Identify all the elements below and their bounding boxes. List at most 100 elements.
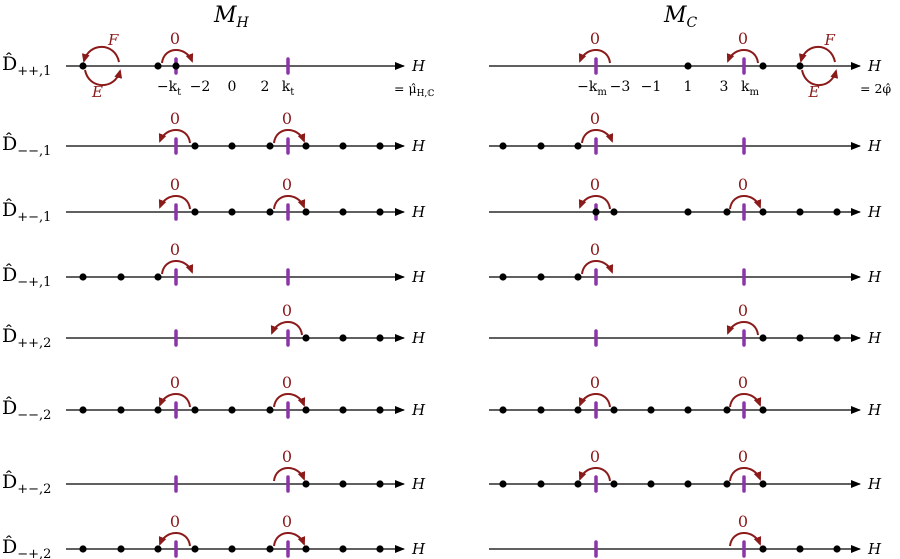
right-axis-note: = 2φ̂ bbox=[860, 81, 891, 96]
right-tick-4: 3 bbox=[720, 79, 729, 95]
row-4-right-line: H0 bbox=[489, 301, 882, 347]
row-5-left-axis-label: H bbox=[411, 401, 426, 419]
row-1-left-arc-1-label: 0 bbox=[282, 109, 292, 128]
row-0-right-arc-0-label: 0 bbox=[590, 29, 600, 48]
left-tick-2: 0 bbox=[228, 79, 237, 95]
row-0-right-arc-1-label: 0 bbox=[738, 29, 748, 48]
row-6-left-dot-2 bbox=[376, 480, 384, 488]
right-tick-3: 1 bbox=[684, 79, 693, 95]
row-0-left-fe-f-label: F bbox=[107, 31, 119, 49]
row-7-left-dot-5 bbox=[266, 545, 274, 553]
row-6-right-dot-4 bbox=[647, 480, 655, 488]
row-3-right-dot-0 bbox=[499, 273, 507, 281]
row-1-right-dot-1 bbox=[537, 142, 545, 150]
row-4-right-dot-2 bbox=[833, 334, 841, 342]
row-0-right-fe-f-label: F bbox=[824, 31, 836, 49]
row-2-right-arc-0-label: 0 bbox=[590, 175, 600, 194]
row-0-label: D̂++,1 bbox=[2, 53, 51, 79]
row-3-right-dot-2 bbox=[574, 273, 582, 281]
row-4-right-arc-0-label: 0 bbox=[738, 301, 748, 320]
row-1-right-dot-0 bbox=[499, 142, 507, 150]
row-5-right-dot-3 bbox=[610, 406, 618, 414]
row-4-left-axis-label: H bbox=[411, 329, 426, 347]
row-5-left-arc-0-arrow bbox=[158, 393, 191, 408]
row-0-right-dot-2 bbox=[796, 62, 804, 70]
row-0-left-dot-1 bbox=[154, 62, 162, 70]
row-5-right-dot-7 bbox=[759, 406, 767, 414]
row-0-right-fe-f-arrow bbox=[798, 46, 836, 63]
row-2-right-line: H 0 0 bbox=[489, 175, 882, 221]
row-0-left-arc-0-label: 0 bbox=[170, 29, 180, 48]
row-2-right-arc-1-label: 0 bbox=[738, 175, 748, 194]
row-2-left-arc-1-arrow bbox=[273, 195, 306, 210]
row-6-right-dot-5 bbox=[684, 480, 692, 488]
row-1-right-arc-0-label: 0 bbox=[590, 109, 600, 128]
row-2-left-dot-1 bbox=[228, 208, 236, 216]
row-7-left-dot-8 bbox=[376, 545, 384, 553]
row-3-right-line: H0 bbox=[489, 240, 882, 286]
row-7-right-arc-0-arrow bbox=[729, 532, 762, 547]
row-2-right-dot-4 bbox=[759, 208, 767, 216]
row-7-left-dot-3 bbox=[191, 545, 199, 553]
row-5-left-dot-2 bbox=[154, 406, 162, 414]
row-1-left-arc-1-arrow bbox=[273, 129, 306, 144]
row-0-left-dot-0 bbox=[79, 62, 87, 70]
right-tick-2: −1 bbox=[641, 79, 662, 95]
row-7-left-dot-2 bbox=[154, 545, 162, 553]
row-0-right-dot-1 bbox=[759, 62, 767, 70]
row-0-right-dot-0 bbox=[684, 62, 692, 70]
row-7-label: D̂−+,2 bbox=[2, 536, 51, 559]
row-2-label: D̂+−,1 bbox=[2, 199, 51, 225]
row-3-label: D̂−+,1 bbox=[2, 264, 51, 290]
row-5-right-arc-0-label: 0 bbox=[590, 373, 600, 392]
row-4-label: D̂++,2 bbox=[2, 325, 51, 351]
row-4-left-dot-2 bbox=[376, 334, 384, 342]
row-3-right-dot-1 bbox=[537, 273, 545, 281]
row-6-left-arc-0-label: 0 bbox=[282, 447, 292, 466]
row-2-left-arc-1-label: 0 bbox=[282, 175, 292, 194]
row-6-right-arc-0-arrow bbox=[578, 467, 611, 482]
row-3-left-dot-2 bbox=[154, 273, 162, 281]
row-1-left-arc-0-arrow bbox=[158, 129, 191, 144]
row-5-left-dot-3 bbox=[191, 406, 199, 414]
row-3-right-arc-0-arrow bbox=[581, 260, 614, 275]
row-1-left-arc-0-label: 0 bbox=[170, 109, 180, 128]
left-column-title: MH bbox=[213, 3, 250, 31]
row-2-left-arc-0-arrow bbox=[158, 195, 191, 210]
row-6-label: D̂+−,2 bbox=[2, 471, 51, 497]
row-1-left-dot-0 bbox=[191, 142, 199, 150]
row-0-right-fe-e-label: E bbox=[808, 83, 820, 101]
row-2-left-dot-5 bbox=[376, 208, 384, 216]
row-7-left-dot-1 bbox=[117, 545, 125, 553]
row-2-right-dot-2 bbox=[684, 208, 692, 216]
row-7-left-axis-label: H bbox=[411, 540, 426, 558]
row-5-right-arc-1-arrow bbox=[729, 393, 762, 408]
row-0-left-dot-2 bbox=[172, 62, 180, 70]
row-2-left-axis-label: H bbox=[411, 203, 426, 221]
row-1-right-dot-2 bbox=[574, 142, 582, 150]
row-4-right-axis-label: H bbox=[867, 329, 882, 347]
left-axis-note: = μ̂H,ℂ bbox=[394, 81, 434, 99]
row-2-left-dot-3 bbox=[302, 208, 310, 216]
row-0-right-arc-1-arrow bbox=[726, 49, 759, 64]
right-tick-1: −3 bbox=[610, 79, 631, 95]
row-6-right-dot-2 bbox=[574, 480, 582, 488]
row-1-left-dot-4 bbox=[339, 142, 347, 150]
row-6-right-dot-3 bbox=[610, 480, 618, 488]
row-5-label: D̂−−,2 bbox=[2, 397, 51, 423]
row-5-left-arc-1-label: 0 bbox=[282, 373, 292, 392]
row-5-left-dot-8 bbox=[376, 406, 384, 414]
row-6-left-dot-0 bbox=[302, 480, 310, 488]
row-5-left-arc-1-arrow bbox=[273, 393, 306, 408]
row-6-right-axis-label: H bbox=[867, 475, 882, 493]
left-tick-0: −kt bbox=[157, 79, 181, 98]
row-7-right-dot-2 bbox=[833, 545, 841, 553]
row-2-left-dot-4 bbox=[339, 208, 347, 216]
row-7-right-dot-1 bbox=[796, 545, 804, 553]
row-7-left-arc-0-arrow bbox=[158, 532, 191, 547]
row-2-right-axis-label: H bbox=[867, 203, 882, 221]
row-1-right-arc-0-arrow bbox=[581, 129, 614, 144]
